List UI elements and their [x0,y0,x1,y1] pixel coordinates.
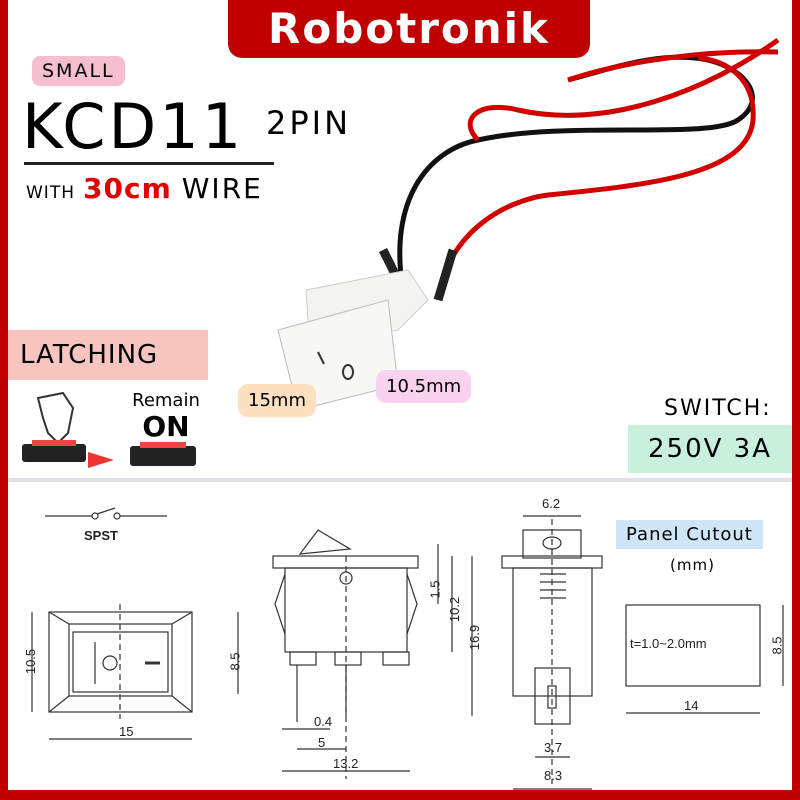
front-width: 15 [119,724,134,739]
drawing-lines [31,507,784,790]
model-name: KCD11 [22,90,245,163]
switch-rating: 250V 3A [628,425,792,473]
hand-press-icon [22,391,86,462]
pin-count: 2PIN [266,104,352,142]
side-total: 13.2 [333,756,359,771]
end-pin: 3.7 [544,740,563,755]
size-tag: SMALL [32,56,125,86]
wire-label: WIRE [181,172,263,205]
remain-label: Remain [132,390,200,411]
product-photo-section: Robotronik SMALL KCD11 2PIN WITH 30cm WIRE… [8,0,792,473]
height-dim: 10.5mm [376,370,472,403]
switch-label: SWITCH: [664,396,772,421]
cutout-thickness: t=1.0~2.0mm [630,636,707,651]
brand-logo: Robotronik [228,0,590,58]
front-inner-height: 8.5 [227,652,243,671]
arrow-icon [88,452,114,468]
wire-length: 30cm [83,172,172,205]
switch-photo [277,37,780,411]
latching-label: LATCHING [8,330,208,380]
with-label: WITH [26,183,75,203]
switch-on-icon [130,442,196,466]
side-h1: 1.5 [427,580,443,599]
on-label: ON [142,410,190,443]
pin-pitch: 5 [318,735,326,750]
end-top: 6.2 [542,496,561,511]
front-height: 10.5 [23,648,39,675]
pin-width: 0.4 [314,714,333,729]
panel-cutout-title: Panel Cutout [616,520,763,549]
unit-label: (mm) [670,556,715,574]
underline [24,162,274,165]
side-h2: 10.2 [447,596,463,623]
width-dim: 15mm [238,384,316,417]
cutout-height: 8.5 [769,636,785,655]
spst-label: SPST [84,528,118,543]
end-body: 8.3 [544,768,563,783]
side-h3: 16.9 [467,624,483,651]
wire-info: WITH 30cm WIRE [26,172,263,205]
product-image: Robotronik SMALL KCD11 2PIN WITH 30cm WIRE… [8,0,792,790]
cutout-width: 14 [684,698,699,713]
